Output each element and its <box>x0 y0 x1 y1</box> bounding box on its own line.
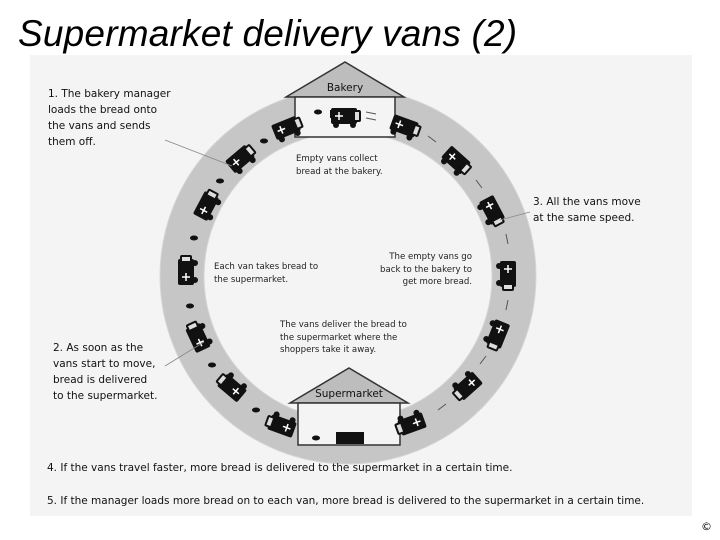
bread-loaf-icon <box>252 407 260 413</box>
annotation-empty-vans-collect: Empty vans collect bread at the bakery. <box>296 153 383 178</box>
step-1-note: 1. The bakery manager loads the bread on… <box>48 88 171 148</box>
annotation-empty-vans-return: The empty vans go back to the bakery to … <box>380 251 477 289</box>
step-2-note: 2. As soon as the vans start to move, br… <box>53 342 158 402</box>
bakery-label: Bakery <box>327 82 363 94</box>
step-5-note: 5. If the manager loads more bread on to… <box>47 495 645 507</box>
motion-lines-icon <box>365 111 509 411</box>
step-4-note: 4. If the vans travel faster, more bread… <box>47 462 513 474</box>
copyright-symbol: © <box>701 520 712 533</box>
annotation-vans-deliver: The vans deliver the bread to the superm… <box>280 319 407 357</box>
step-3-note: 3. All the vans move at the same speed. <box>533 196 641 224</box>
bread-loaf-icon <box>216 178 224 184</box>
bread-loaf-icon <box>314 109 322 115</box>
bakery-building: Bakery <box>283 61 407 138</box>
slide-title: Supermarket delivery vans (2) <box>18 13 518 54</box>
supermarket-label: Supermarket <box>315 388 383 400</box>
bread-group <box>186 109 322 441</box>
bread-loaf-icon <box>312 435 320 441</box>
connector-lines <box>164 139 531 367</box>
annotation-each-van-takes: Each van takes bread to the supermarket. <box>214 261 319 286</box>
bread-loaf-icon <box>186 303 194 309</box>
bread-loaf-icon <box>208 362 216 368</box>
bread-loaf-icon <box>260 138 268 144</box>
supermarket-building: Supermarket <box>287 367 411 446</box>
bread-loaf-icon <box>190 235 198 241</box>
